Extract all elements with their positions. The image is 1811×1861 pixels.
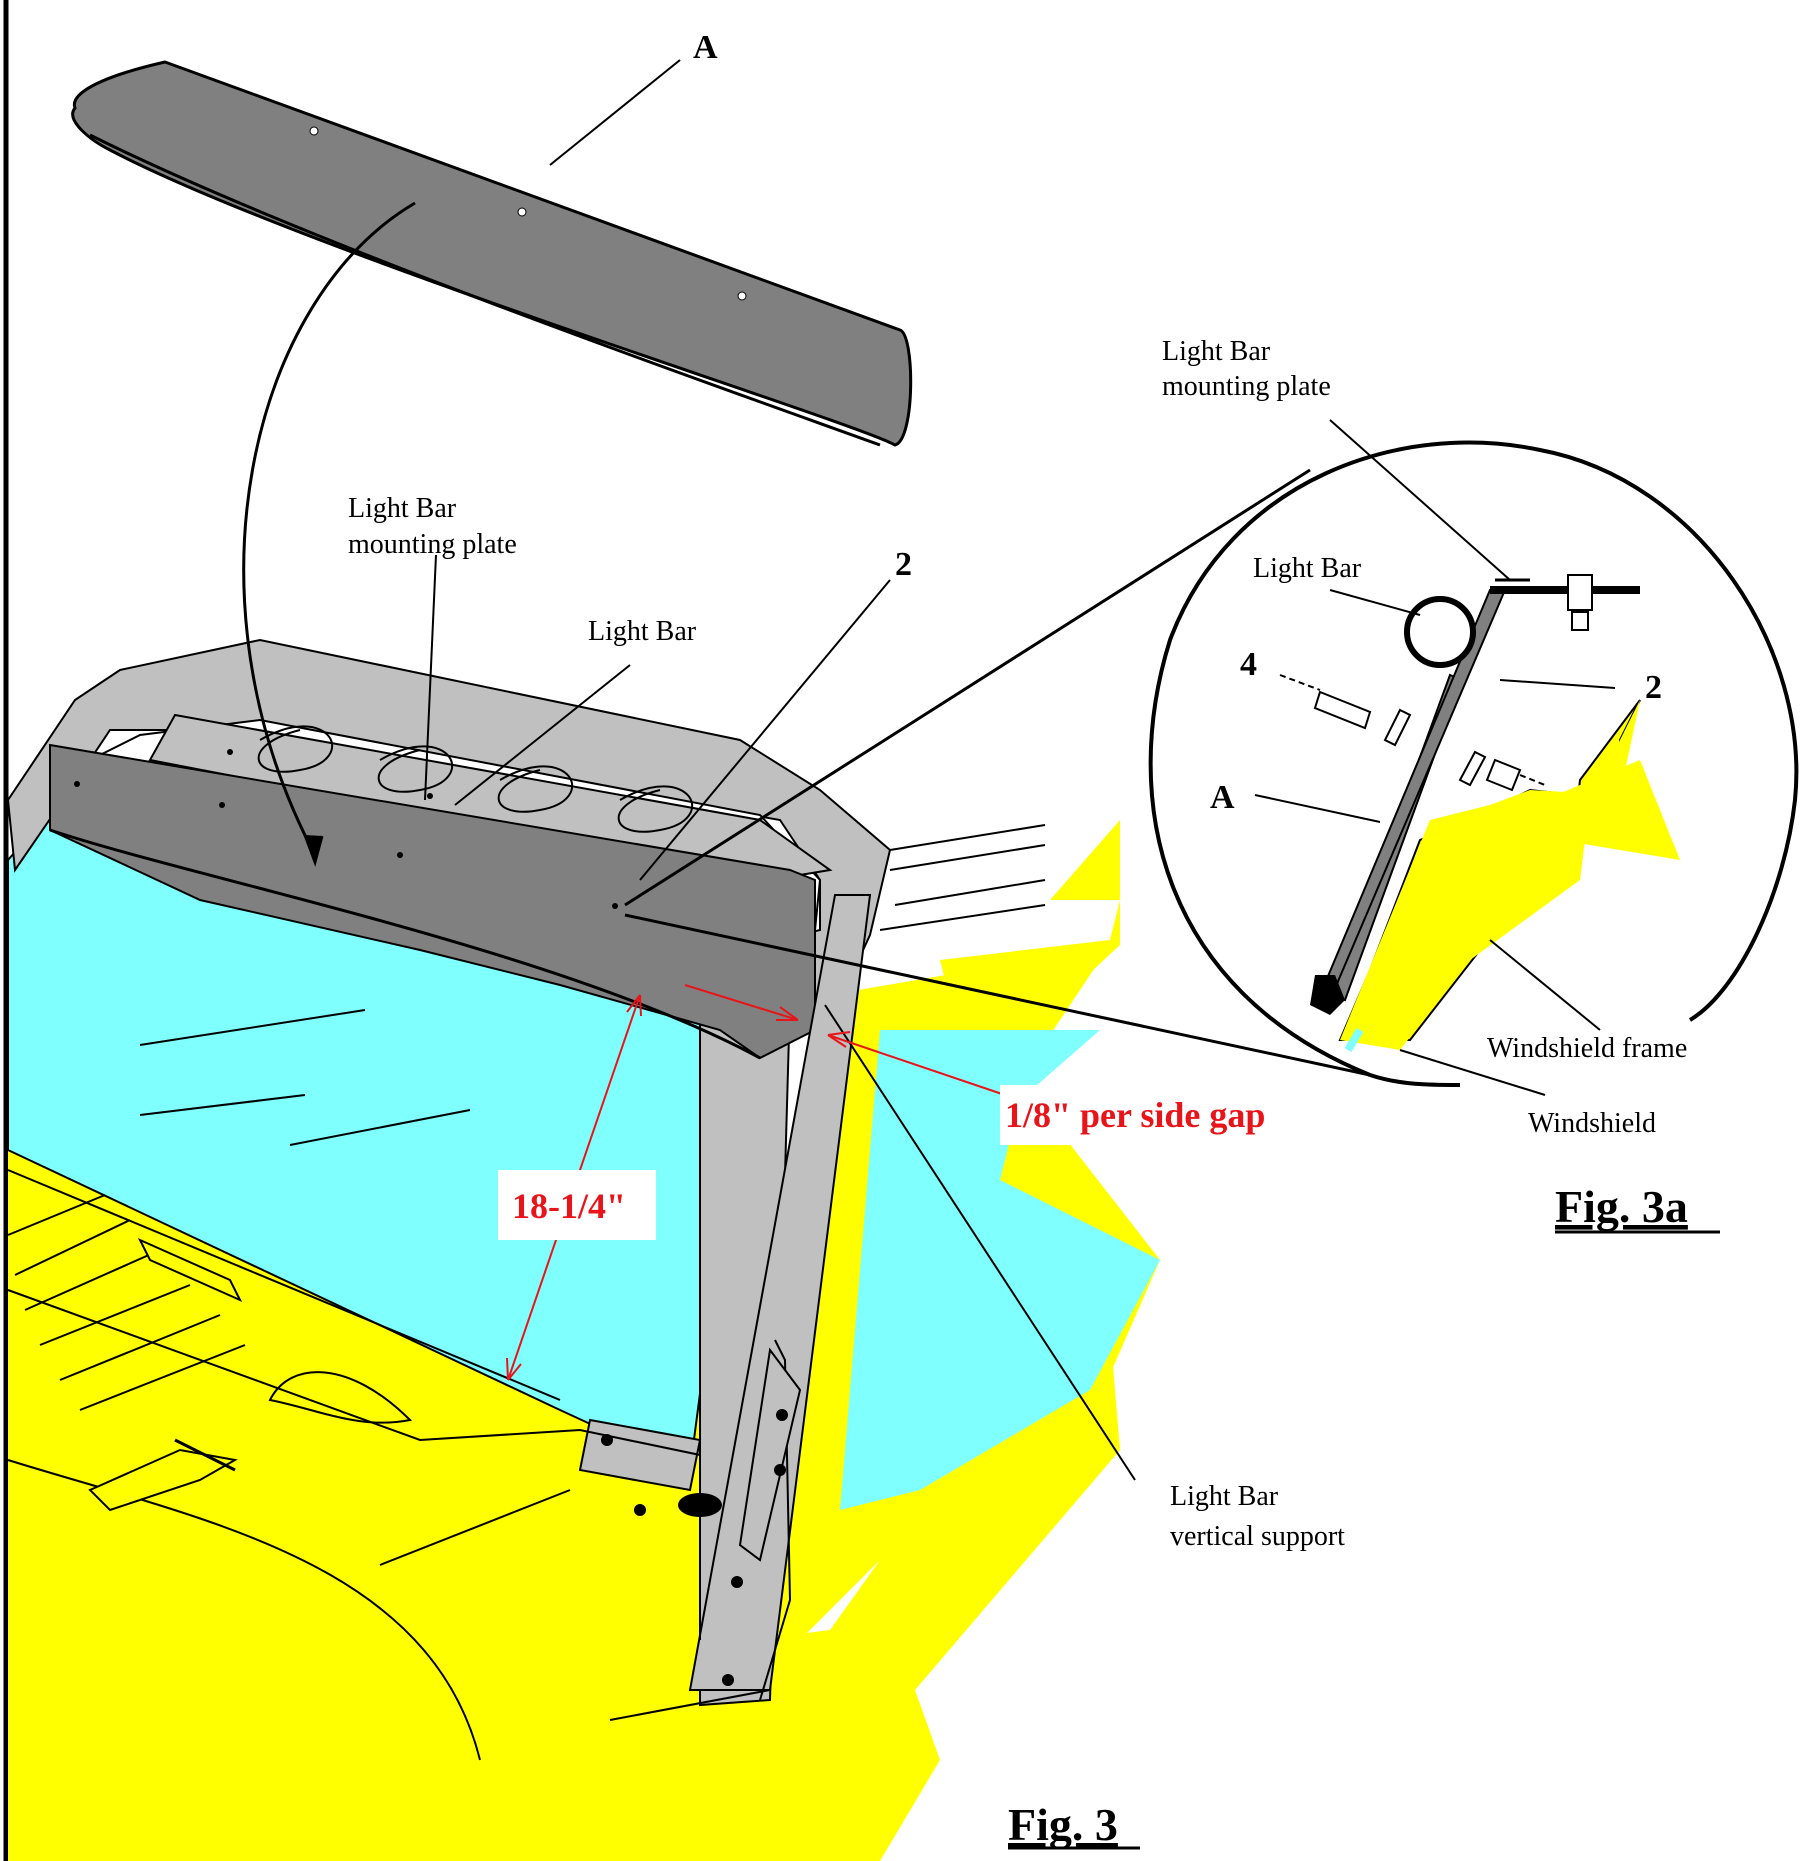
mounting-plate-a-mounted — [49, 743, 816, 1060]
light-bar-loops — [257, 725, 693, 833]
gap-label-bg — [1000, 1085, 1320, 1145]
detail-windshield-frame-main — [1340, 700, 1640, 1050]
detail-bolt-4 — [1279, 674, 1546, 792]
figure-caption-3: Fig. 3 — [1008, 1799, 1118, 1850]
detail-label-mounting-plate-line1: Light Bar — [1162, 336, 1271, 367]
install-arrow — [242, 201, 416, 856]
label-part-2: 2 — [895, 546, 912, 583]
detail-label-mounting-plate-line2: mounting plate — [1162, 371, 1331, 402]
detail-label-part-a: A — [1210, 779, 1235, 816]
detail-light-bar-tube — [1404, 596, 1476, 668]
detail-label-light-bar: Light Bar — [1253, 553, 1362, 584]
label-vertical-support-line1: Light Bar — [1170, 1481, 1279, 1512]
label-mounting-plate-line1: Light Bar — [348, 493, 457, 524]
detail-label-part-4: 4 — [1240, 646, 1257, 683]
mounting-plate-a-loose — [71, 60, 913, 447]
label-vertical-support-line2: vertical support — [1170, 1521, 1345, 1552]
vehicle-body-left — [8, 1130, 880, 1861]
detail-leader-lines — [1254, 419, 1616, 1096]
figure-caption-3a: Fig. 3a — [1555, 1181, 1688, 1232]
mounted-plate-holes — [74, 749, 618, 909]
roll-bar-tube-lines — [879, 824, 1046, 931]
glass-reflections — [139, 1009, 471, 1146]
label-light-bar: Light Bar — [588, 616, 697, 647]
label-dimension-height: 18-1/4" — [512, 1186, 626, 1226]
hood-handle — [88, 1448, 238, 1512]
label-dimension-gap: 1/8" per side gap — [1005, 1095, 1265, 1135]
dimension-gap — [684, 984, 1006, 1096]
loose-plate-holes — [309, 126, 747, 301]
support-bracket-side — [738, 1347, 802, 1562]
detail-label-part-2: 2 — [1645, 669, 1662, 706]
label-part-a: A — [693, 29, 718, 66]
dimension-label-bg — [498, 1170, 656, 1240]
hood-vent-lines — [7, 1169, 771, 1761]
label-mounting-plate-line2: mounting plate — [348, 529, 517, 560]
leader-lines — [424, 59, 1136, 1481]
detail-label-windshield: Windshield — [1528, 1108, 1656, 1139]
detail-label-windshield-frame: Windshield frame — [1487, 1033, 1687, 1064]
